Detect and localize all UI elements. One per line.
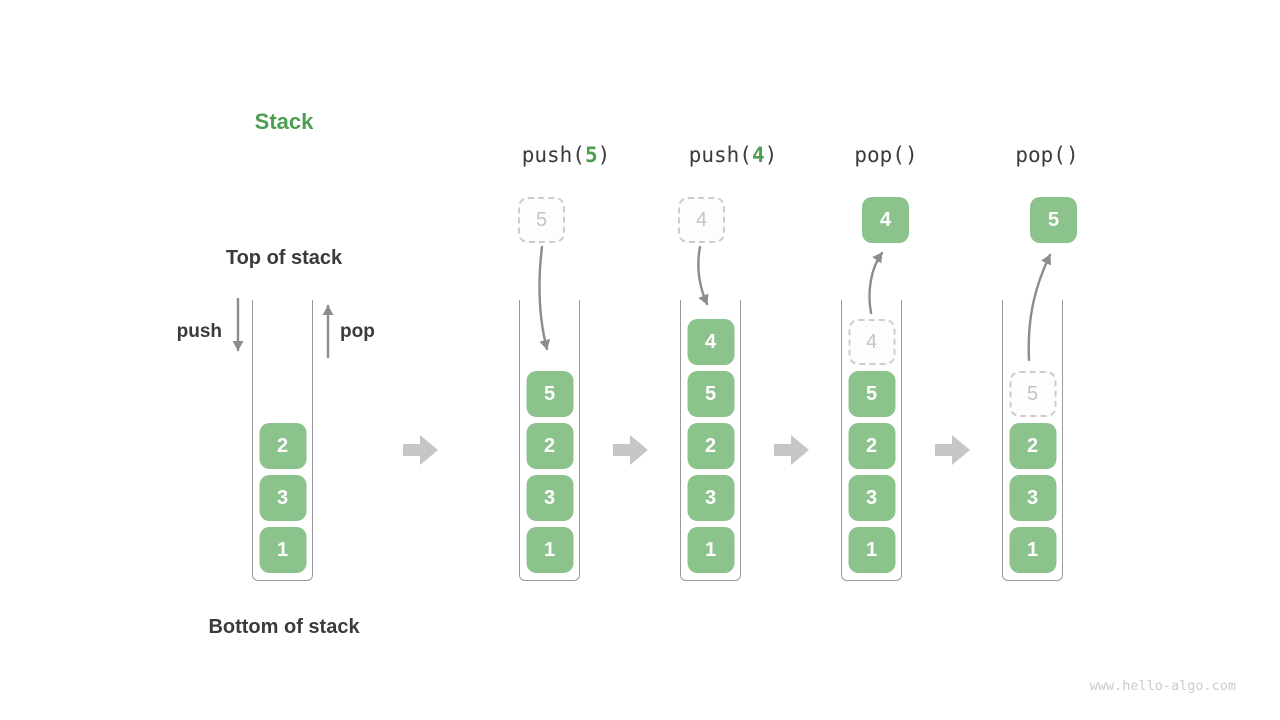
stack-item: 1	[526, 527, 573, 573]
op-prefix: pop(	[854, 143, 905, 167]
operation-label-push4: push(4)	[643, 143, 823, 171]
stack-item-ghost: 4	[848, 319, 895, 365]
op-suffix: )	[904, 143, 918, 167]
stack-item: 4	[687, 319, 734, 365]
stack-container-after-pop4: 4 5 2 3 1	[841, 300, 902, 581]
op-argument: 4	[751, 143, 765, 167]
stack-container-initial: 2 3 1	[252, 300, 313, 581]
stack-item: 3	[687, 475, 734, 521]
transition-arrow-icon	[774, 435, 809, 465]
pop-label: pop	[340, 321, 375, 342]
push4-flow-arrow-icon	[697, 245, 709, 306]
stack-container-after-push5: 5 2 3 1	[519, 300, 580, 581]
stack-boxes: 4 5 2 3 1	[687, 319, 734, 573]
op-suffix: )	[597, 143, 611, 167]
stack-item: 2	[526, 423, 573, 469]
stack-item: 3	[526, 475, 573, 521]
stack-item: 1	[848, 527, 895, 573]
stack-container-after-push4: 4 5 2 3 1	[680, 300, 741, 581]
stack-boxes: 2 3 1	[259, 423, 306, 573]
stack-item: 5	[526, 371, 573, 417]
stack-item: 2	[848, 423, 895, 469]
stack-item: 5	[848, 371, 895, 417]
stack-boxes: 5 2 3 1	[526, 371, 573, 573]
incoming-value-box: 4	[678, 197, 725, 243]
transition-arrow-icon	[613, 435, 648, 465]
popped-value-box: 4	[862, 197, 909, 243]
op-prefix: pop(	[1015, 143, 1066, 167]
stack-item: 3	[1009, 475, 1056, 521]
stack-item-ghost: 5	[1009, 371, 1056, 417]
op-prefix: push(	[688, 143, 752, 167]
stack-container-after-pop5: 5 2 3 1	[1002, 300, 1063, 581]
op-argument: 5	[584, 143, 598, 167]
operation-label-pop-first: pop()	[796, 143, 976, 171]
stack-item: 2	[1009, 423, 1056, 469]
stack-item: 2	[259, 423, 306, 469]
stack-boxes: 5 2 3 1	[1009, 371, 1056, 573]
op-suffix: )	[1065, 143, 1079, 167]
stack-item: 2	[687, 423, 734, 469]
diagram-title: Stack	[254, 109, 314, 134]
op-suffix: )	[764, 143, 778, 167]
stack-item: 3	[848, 475, 895, 521]
incoming-value-box: 5	[518, 197, 565, 243]
stack-item: 1	[687, 527, 734, 573]
transition-arrow-icon	[935, 435, 970, 465]
popped-value-box: 5	[1030, 197, 1077, 243]
top-of-stack-label: Top of stack	[225, 247, 343, 269]
stack-item: 5	[687, 371, 734, 417]
stack-boxes: 4 5 2 3 1	[848, 319, 895, 573]
push-label: push	[176, 321, 222, 342]
bottom-of-stack-label: Bottom of stack	[208, 616, 360, 638]
stack-item: 3	[259, 475, 306, 521]
operation-label-push5: push(5)	[476, 143, 656, 171]
op-prefix: push(	[521, 143, 585, 167]
operation-label-pop-second: pop()	[957, 143, 1137, 171]
stack-item: 1	[259, 527, 306, 573]
stack-item: 1	[1009, 527, 1056, 573]
watermark: www.hello-algo.com	[1089, 678, 1236, 694]
transition-arrow-icon	[403, 435, 438, 465]
